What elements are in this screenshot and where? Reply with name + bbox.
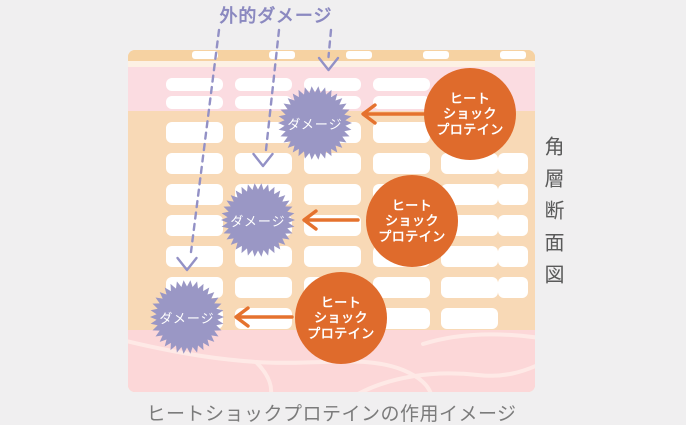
corneocyte-cell — [373, 122, 430, 143]
damage-burst-3: ダメージ — [143, 273, 231, 361]
hsp-label-line: プロテイン — [378, 228, 446, 244]
corneocyte-cell — [498, 153, 528, 174]
corneocyte-cell — [441, 184, 498, 205]
surface-notch — [500, 51, 526, 59]
external-damage-label: 外的ダメージ — [219, 6, 333, 26]
corneocyte-cell — [498, 184, 528, 205]
hsp-label-line: ショック — [384, 213, 439, 229]
corneocyte-cell — [166, 96, 223, 109]
surface-notch — [192, 51, 218, 59]
corneocyte-cell — [441, 277, 498, 298]
corneocyte-cell — [235, 308, 292, 329]
cross-section-label: 角層断面図 — [541, 136, 563, 296]
hsp-label-line: プロテイン — [436, 121, 504, 137]
hsp-label-line: ヒート — [320, 294, 362, 310]
corneocyte-cell — [235, 277, 292, 298]
hsp-label-line: ショック — [442, 106, 497, 122]
corneocyte-cell — [498, 277, 528, 298]
corneocyte-cell — [373, 78, 430, 91]
corneocyte-cell — [373, 96, 430, 109]
hsp-label-line: プロテイン — [307, 325, 375, 341]
corneocyte-cell — [304, 184, 361, 205]
corneocyte-cell — [373, 153, 430, 174]
damage-label: ダメージ — [287, 116, 343, 132]
hsp-label-line: ヒート — [449, 90, 491, 106]
damage-label: ダメージ — [159, 310, 215, 326]
dermis-fiber-lines — [128, 332, 535, 392]
corneocyte-cell — [441, 153, 498, 174]
hsp-label-line: ヒート — [391, 197, 433, 213]
hsp-circle-3: ヒート ショック プロテイン — [295, 272, 387, 364]
damage-burst-icon — [150, 280, 224, 354]
corneocyte-cell — [441, 246, 498, 267]
corneocyte-cell — [498, 246, 528, 267]
surface-notch — [269, 51, 295, 59]
corneocyte-cell — [304, 215, 361, 236]
corneocyte-cell — [498, 215, 528, 236]
surface-notch — [423, 51, 449, 59]
damage-burst-1: ダメージ — [271, 79, 359, 167]
damage-label: ダメージ — [230, 213, 286, 229]
hsp-label-line: ショック — [313, 310, 368, 326]
damage-burst-2: ダメージ — [214, 176, 302, 264]
surface-notch — [346, 51, 372, 59]
corneocyte-cell — [166, 78, 223, 91]
corneocyte-cell — [373, 308, 430, 329]
corneocyte-cell — [166, 153, 223, 174]
corneocyte-cell — [441, 308, 498, 329]
corneocyte-cell — [373, 277, 430, 298]
hsp-circle-2: ヒート ショック プロテイン — [366, 175, 458, 267]
damage-burst-icon — [221, 183, 295, 257]
hsp-circle-1: ヒート ショック プロテイン — [424, 68, 516, 160]
corneocyte-cell — [166, 122, 223, 143]
diagram-caption: ヒートショックプロテインの作用イメージ — [146, 404, 517, 425]
corneocyte-cell — [304, 246, 361, 267]
damage-burst-icon — [278, 86, 352, 160]
